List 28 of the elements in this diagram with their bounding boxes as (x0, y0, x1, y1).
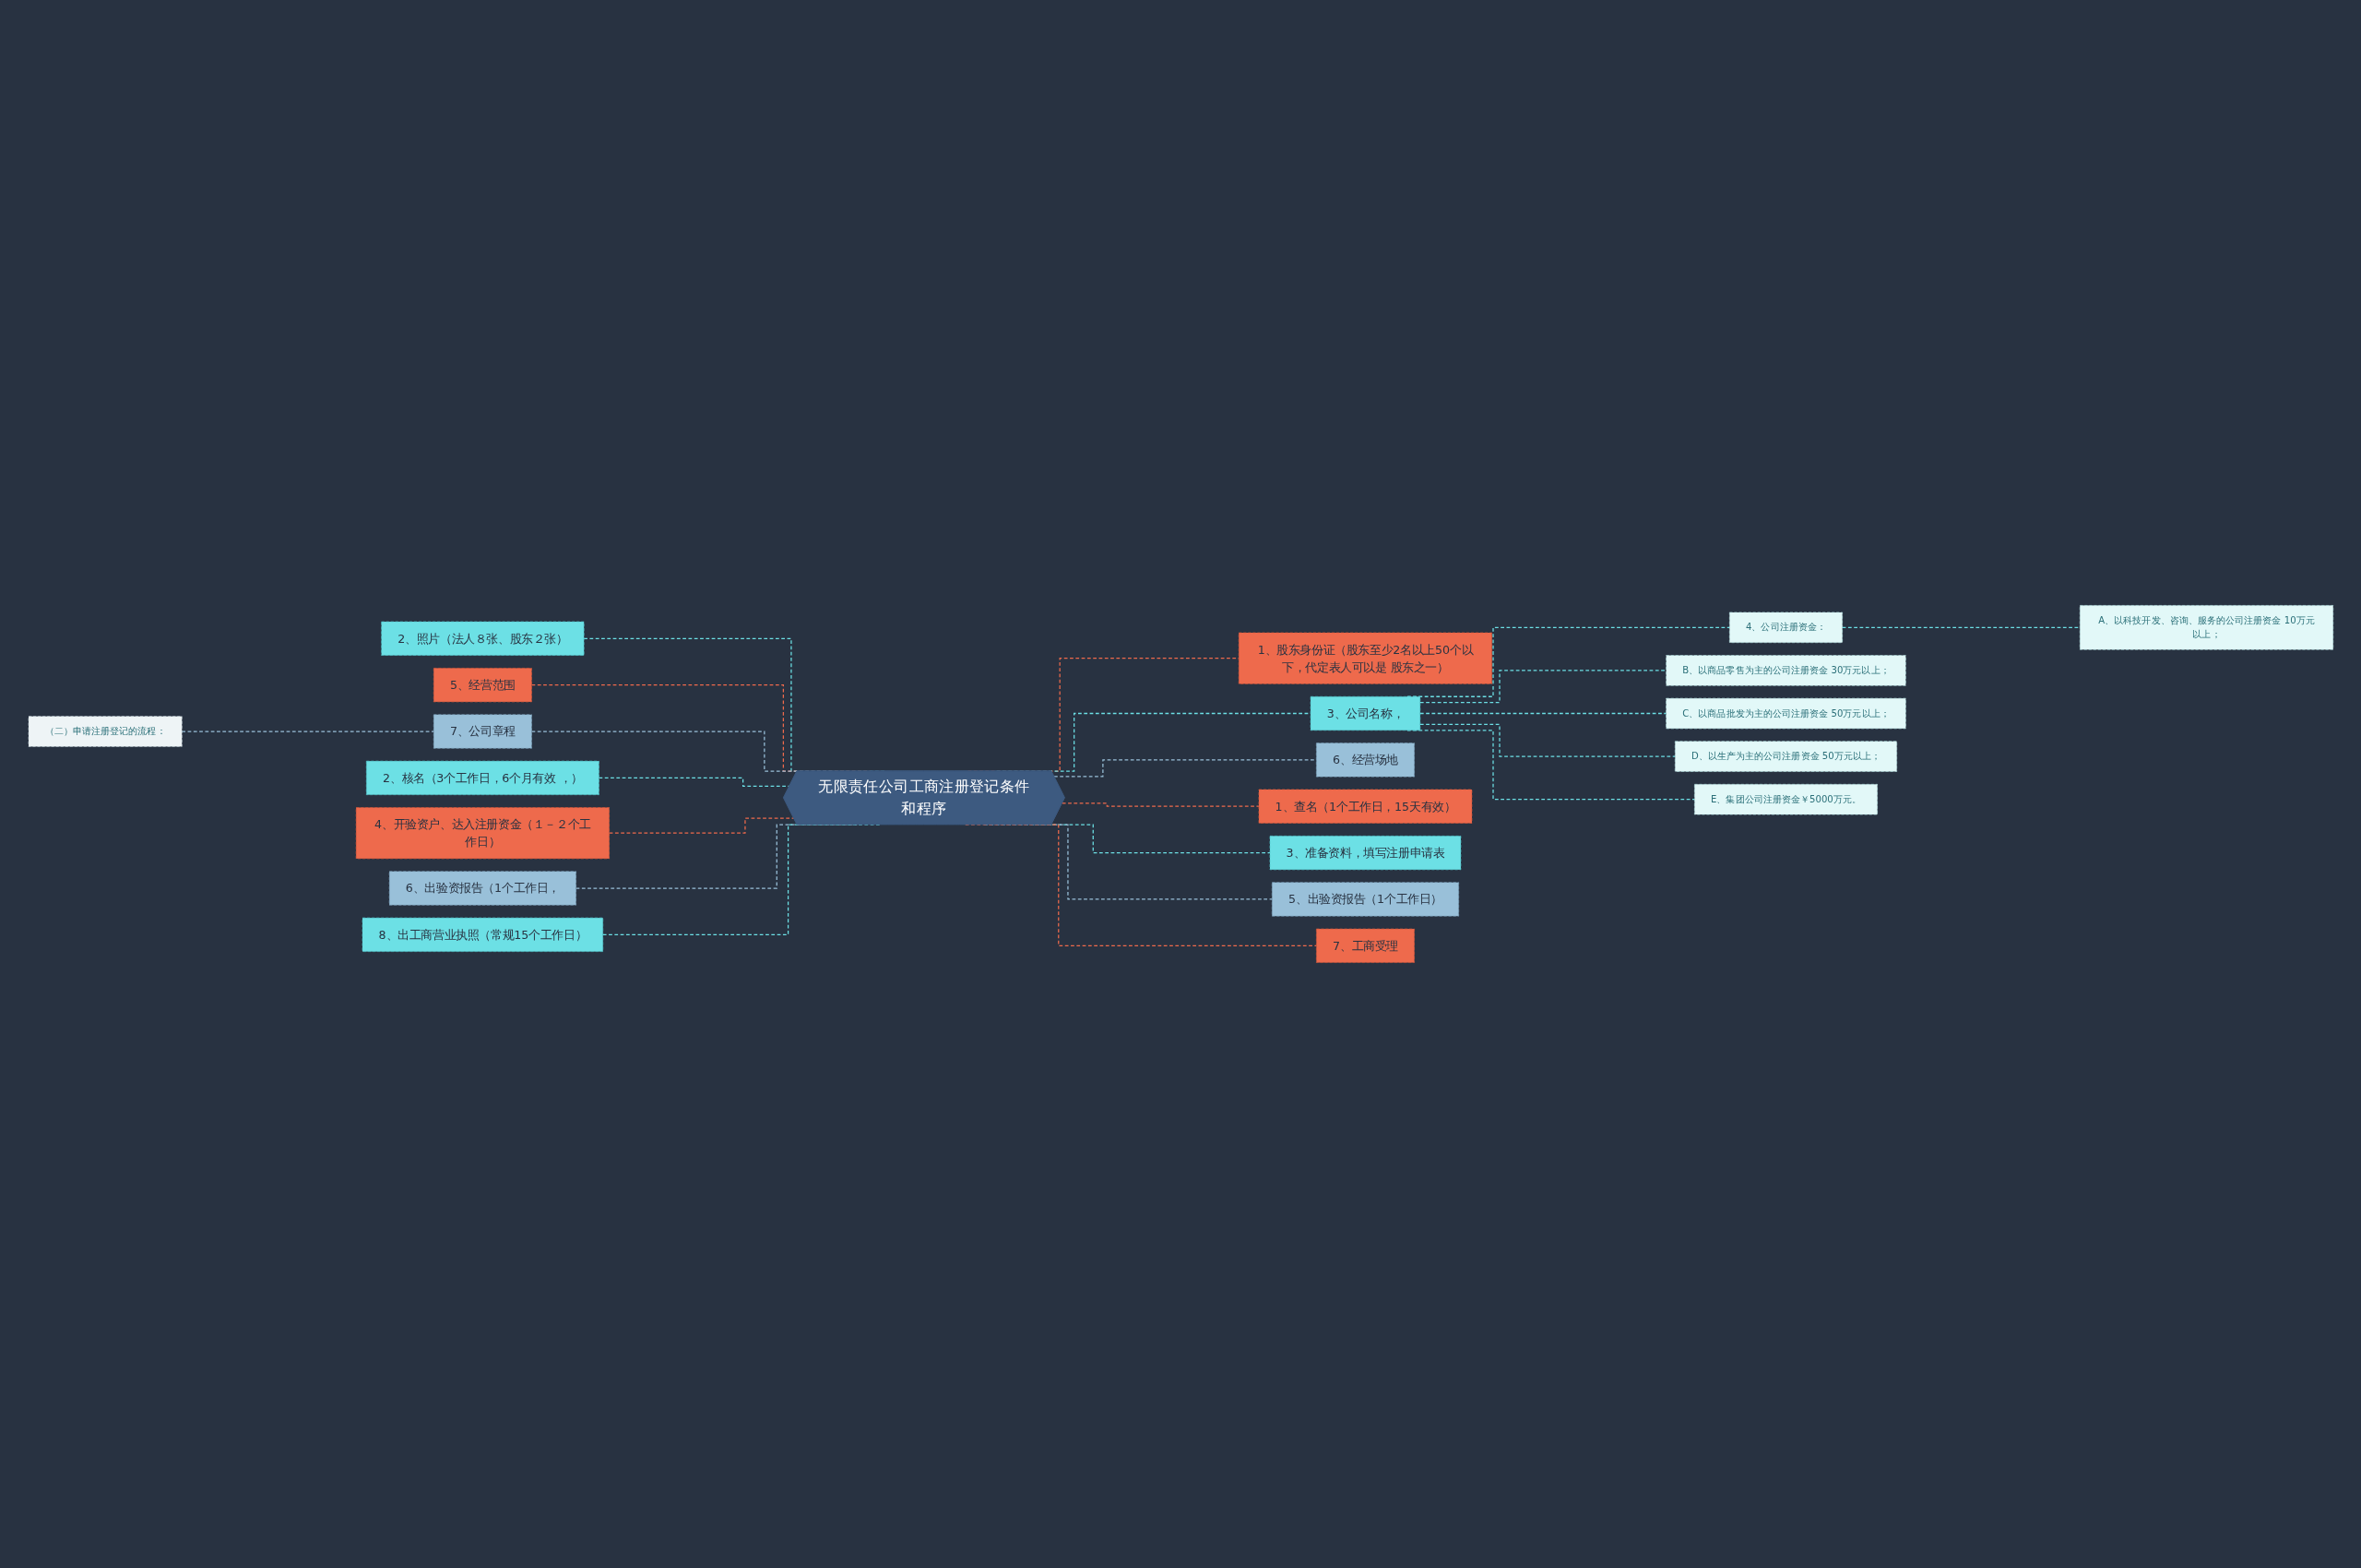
connector (1061, 802, 1260, 807)
node-box: 1、查名（1个工作日，15天有效） (1258, 789, 1472, 824)
node-box: 5、经营范围 (433, 668, 532, 703)
connector (608, 817, 795, 834)
node-box: （二）申请注册登记的流程： (28, 716, 183, 747)
connector (1052, 759, 1317, 778)
node-box: A、以科技开发、咨询、服务的公司注册资金 10万元以上； (2079, 605, 2333, 650)
node-box: 6、出验资报告（1个工作日， (388, 871, 576, 906)
connector (1841, 626, 2081, 628)
node-box: C、以商品批发为主的公司注册资金 50万元以上； (1665, 697, 1906, 730)
node-box: 8、出工商营业执照（常规15个工作日） (362, 917, 603, 952)
node-box: 2、照片（法人８张、股东２张） (380, 621, 585, 656)
node-box: D、以生产为主的公司注册资金 50万元以上； (1674, 741, 1897, 772)
node-box: 4、公司注册资金： (1728, 612, 1843, 643)
node-box: 5、出验资报告（1个工作日） (1271, 882, 1459, 917)
node-box: 6、经营场地 (1315, 742, 1415, 778)
node-box: 2、核名（3个工作日，6个月有效 ，） (365, 760, 599, 795)
connector (1418, 723, 1676, 757)
node-box: 7、公司章程 (433, 714, 532, 749)
node-box: E、集团公司注册资金￥5000万元。 (1693, 784, 1878, 815)
node-box: B、以商品零售为主的公司注册资金 30万元以上； (1665, 655, 1906, 686)
node-box: 3、准备资料，填写注册申请表 (1269, 836, 1461, 871)
node-box: 3、公司名称， (1310, 695, 1420, 731)
connector (1418, 670, 1667, 704)
connector (1418, 712, 1667, 715)
node-box: 1、股东身份证（股东至少2名以上50个以下，代定表人可以是 股东之一） (1238, 632, 1492, 684)
node-box: 4、开验资户、达入注册资金（１－２个工作日） (355, 807, 610, 860)
node-box: 7、工商受理 (1315, 928, 1415, 963)
